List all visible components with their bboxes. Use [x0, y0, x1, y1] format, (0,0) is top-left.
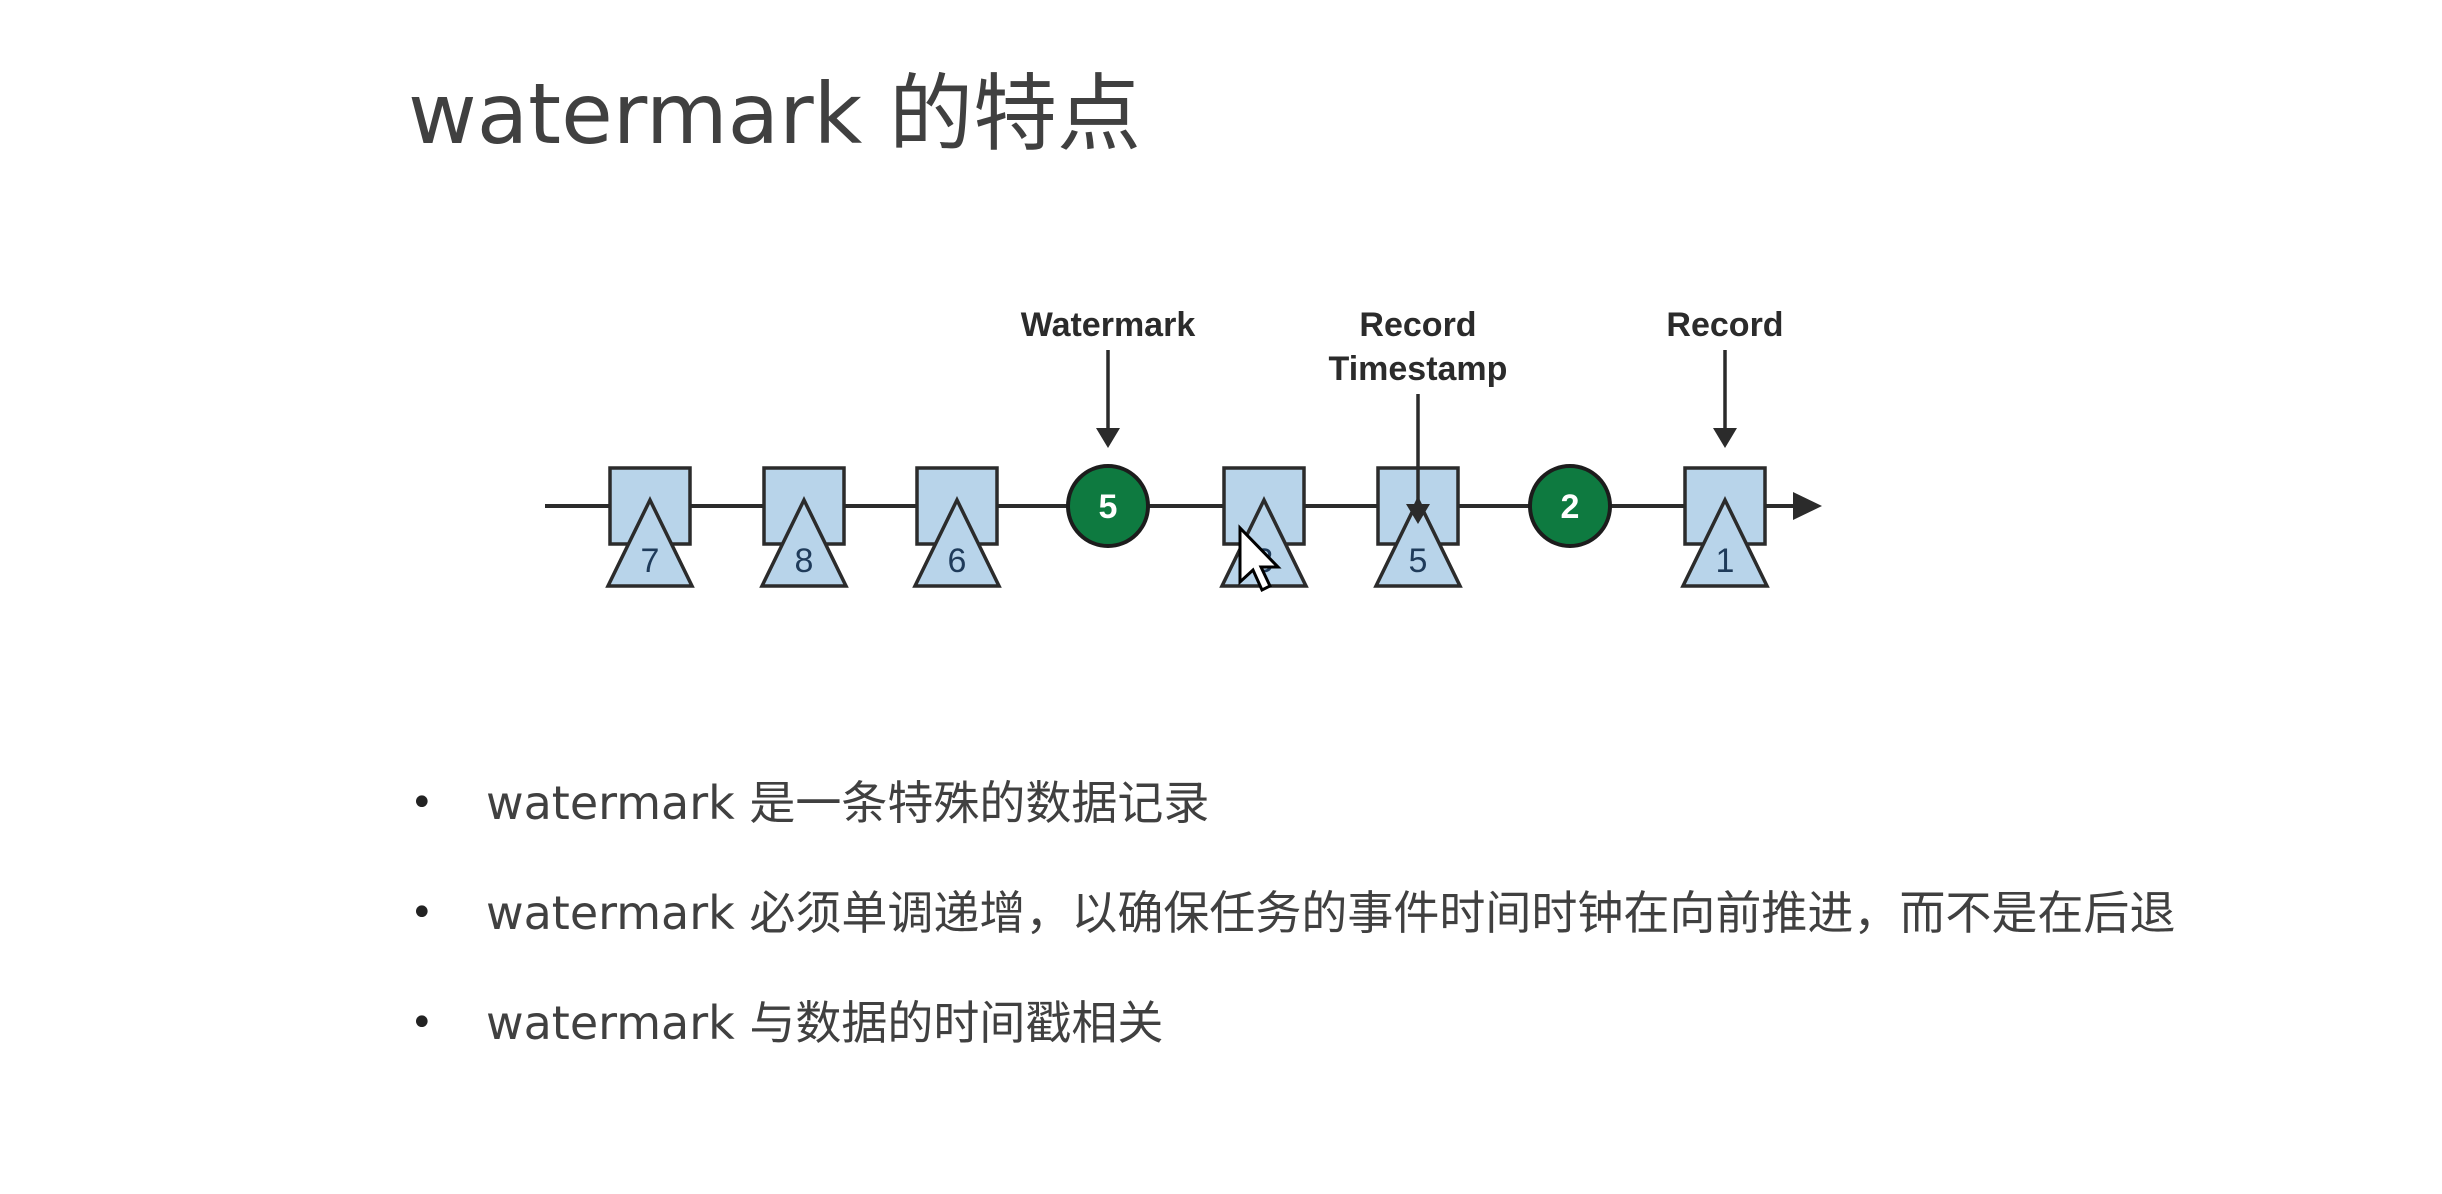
timestamp-value: 6 [948, 542, 967, 580]
watermark-circle [1066, 464, 1150, 548]
record-pointer-arrow [1713, 428, 1737, 448]
timestamp-triangle [605, 496, 695, 588]
timestamp-triangle [912, 496, 1002, 588]
watermark-value: 2 [1561, 488, 1580, 526]
slide-title: watermark 的特点 [408, 65, 1142, 163]
watermark-value: 5 [1099, 488, 1118, 526]
timestamp-value: 8 [795, 542, 814, 580]
timestamp-value: 7 [641, 542, 660, 580]
timestamp-triangle [759, 496, 849, 588]
bullet-text: watermark 是一条特殊的数据记录 [486, 776, 1210, 830]
record-timestamp-label-line2: Timestamp [1329, 350, 1508, 388]
record-timestamp-pointer-arrow [1406, 504, 1430, 524]
timestamp-triangle [1680, 496, 1770, 588]
record-element: 6 [912, 466, 1002, 588]
watermark-circle [1528, 464, 1612, 548]
timestamp-value: 5 [1409, 542, 1428, 580]
watermark-stream-diagram: 78653521 Watermark Record Timestamp Reco… [545, 306, 1822, 593]
mouse-cursor-icon [1238, 524, 1282, 593]
watermark-label: Watermark [1021, 306, 1196, 344]
bullet-text: watermark 必须单调递增，以确保任务的事件时间时钟在向前推进，而不是在后… [486, 886, 2176, 940]
watermark-element: 5 [1066, 464, 1150, 548]
stream-arrowhead [1793, 492, 1822, 520]
record-label: Record [1666, 306, 1783, 344]
record-element: 7 [605, 466, 695, 588]
watermark-pointer-arrow [1096, 428, 1120, 448]
bullet-item: • watermark 是一条特殊的数据记录 [400, 748, 2200, 858]
record-element: 8 [759, 466, 849, 588]
bullet-text: watermark 与数据的时间戳相关 [486, 996, 1164, 1050]
bullet-item: • watermark 与数据的时间戳相关 [400, 968, 2200, 1078]
bullet-dot-icon: • [410, 780, 434, 826]
bullet-dot-icon: • [410, 1000, 434, 1046]
bullet-list: • watermark 是一条特殊的数据记录 • watermark 必须单调递… [400, 748, 2200, 1078]
stream-elements: 78653521 [605, 464, 1770, 588]
record-timestamp-label-line1: Record [1359, 306, 1476, 344]
watermark-element: 2 [1528, 464, 1612, 548]
timestamp-triangle [1373, 496, 1463, 588]
timestamp-value: 1 [1716, 542, 1735, 580]
bullet-item: • watermark 必须单调递增，以确保任务的事件时间时钟在向前推进，而不是… [400, 858, 2200, 968]
record-element: 1 [1680, 466, 1770, 588]
bullet-dot-icon: • [410, 890, 434, 936]
